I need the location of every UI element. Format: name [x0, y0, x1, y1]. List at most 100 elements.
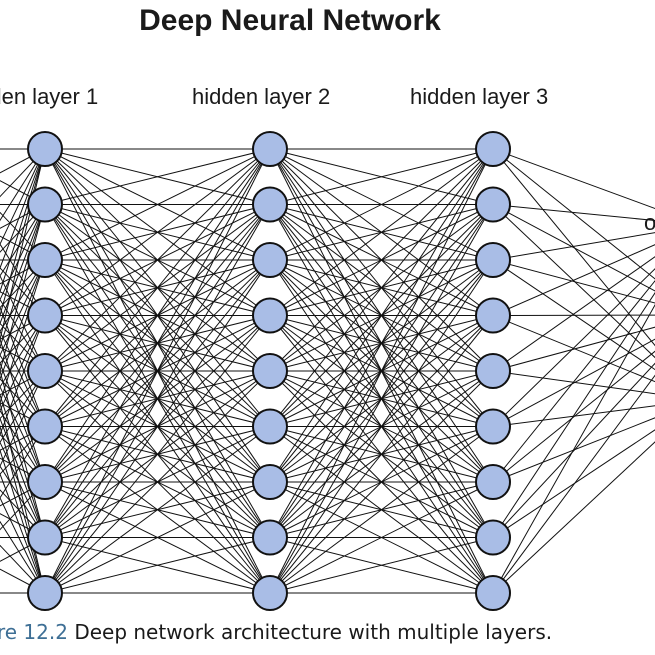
output-edge [492, 268, 655, 427]
input-edge [0, 315, 46, 412]
diagram-title: Deep Neural Network [139, 4, 441, 37]
input-edge [0, 148, 46, 174]
input-edge [0, 370, 46, 396]
output-edge [492, 232, 655, 261]
neuron-layer3-6 [475, 408, 511, 445]
output-edge [492, 148, 655, 280]
connection-edge [44, 148, 271, 483]
output-edge [492, 204, 655, 222]
hidden-layer-1-label: hidden layer 1 [0, 84, 99, 109]
input-edge [0, 370, 46, 444]
connection-edge [269, 148, 494, 594]
output-edge [492, 338, 655, 427]
neuron-layer3-9 [475, 575, 511, 611]
neuron-layer2-3 [252, 242, 288, 278]
output-edge [492, 370, 655, 395]
output-edge [492, 259, 655, 371]
input-edge [0, 204, 46, 325]
input-edge [0, 204, 46, 277]
input-edge [0, 457, 46, 483]
output-edge [492, 405, 655, 427]
connection-edge [44, 481, 271, 594]
output-edge [492, 280, 655, 483]
neuron-layer3-2 [475, 186, 511, 223]
neuron-layer2-4 [252, 297, 288, 334]
input-edge [0, 481, 46, 531]
output-edge [492, 259, 655, 304]
output-edge [492, 256, 655, 372]
input-edge [0, 426, 46, 499]
neuron-layer1-5 [27, 353, 63, 389]
neuron-layer3-1 [475, 131, 511, 167]
output-edge [492, 244, 655, 316]
connection-edge [269, 148, 494, 261]
neuron-layer2-7 [252, 464, 288, 500]
figure-caption: Figure 12.2 Deep network architecture wi… [0, 620, 552, 644]
connection-edge [269, 148, 494, 483]
connection-edge [44, 370, 271, 594]
input-edge [0, 259, 46, 357]
input-edge [0, 259, 46, 309]
connection-edge [44, 148, 271, 372]
connection-edge [44, 259, 271, 594]
neuron-layer1-1 [27, 131, 63, 167]
input-edge [0, 426, 46, 451]
output-edge [492, 429, 655, 538]
connection-edge [44, 204, 271, 594]
input-edge [0, 259, 46, 333]
connection-edge [44, 148, 271, 316]
connection-edge [44, 148, 271, 205]
output-edge [492, 326, 655, 372]
input-edge [0, 426, 46, 475]
input-edge [0, 148, 46, 222]
neurons [27, 131, 511, 611]
connection-edge [269, 537, 494, 594]
output-edge [492, 204, 655, 292]
output-edge [492, 350, 655, 483]
input-edge [0, 148, 46, 318]
input-edge [0, 370, 46, 468]
input-edge [0, 315, 46, 340]
neuron-layer1-7 [27, 464, 63, 500]
neuron-layer1-6 [27, 408, 63, 445]
connection-edge [269, 259, 494, 594]
output-edge [492, 315, 655, 383]
connection-edge [269, 148, 494, 372]
input-edge [0, 465, 46, 538]
input-edge [0, 402, 46, 427]
connection-edge [269, 315, 494, 594]
input-edge [0, 496, 46, 594]
neuron-layer1-4 [27, 297, 63, 334]
connection-edge [44, 148, 271, 538]
output-edge [492, 303, 655, 594]
neuron-layer2-5 [252, 353, 288, 389]
output-edge [492, 314, 655, 316]
neuron-layer2-9 [252, 575, 288, 611]
output-edge [492, 292, 655, 538]
output-edge [492, 148, 655, 347]
neuron-layer1-8 [27, 519, 63, 556]
connection-edge [44, 537, 271, 594]
input-edge [0, 370, 46, 420]
connection-edge [269, 370, 494, 594]
input-edge [0, 148, 46, 198]
neuron-layer3-5 [475, 353, 511, 389]
input-edge [0, 315, 46, 388]
output-layer-label: o [644, 210, 655, 235]
connection-edge [269, 148, 494, 205]
neuron-layer2-1 [252, 131, 288, 167]
connection-edge [44, 315, 271, 594]
input-edge [0, 148, 46, 246]
connection-edge [44, 426, 271, 594]
connection-edge [44, 148, 271, 594]
neuron-layer1-2 [27, 186, 63, 223]
neuron-layer3-7 [475, 464, 511, 500]
input-edge [0, 544, 46, 594]
neuron-layer2-6 [252, 408, 288, 445]
input-edge [0, 204, 46, 373]
connection-edge [269, 148, 494, 427]
hidden-layer-3-label: hidden layer 3 [410, 84, 549, 109]
neuron-layer2-8 [252, 519, 288, 556]
